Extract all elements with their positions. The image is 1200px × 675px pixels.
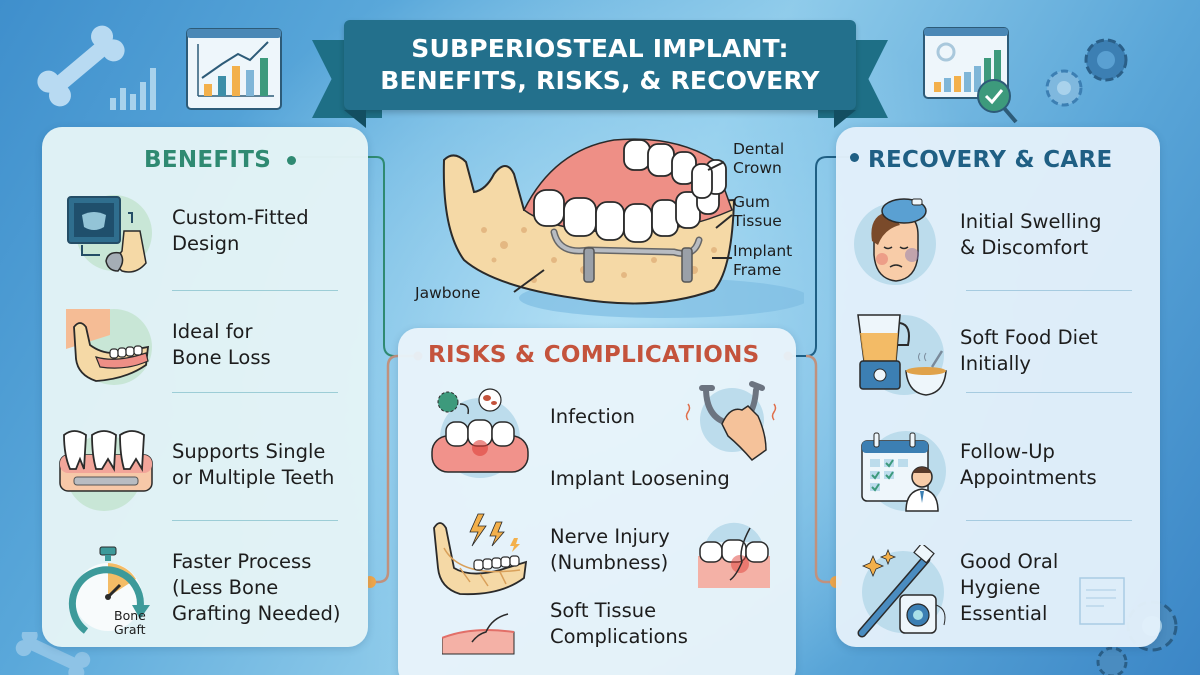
benefit-item-faster-process: Bone Graft Faster Process (Less Bone Gra… [42,535,368,645]
jaw-implant-illustration [442,138,804,318]
benefit-item-supports-teeth: Supports Single or Multiple Teeth [42,417,368,517]
gum-tear-icon [698,522,770,588]
calendar-doctor-icon [860,431,950,521]
stopwatch-icon: Bone Graft [64,543,154,643]
label-dental-crown: Dental Crown [733,140,785,177]
risk-label-infection: Infection [550,405,636,428]
title-line-2: BENEFITS, RISKS, & RECOVERY [380,66,820,95]
risk-label-nerve-injury: Nerve Injury (Numbness) [550,525,670,574]
label-implant-frame: Implant Frame [733,242,793,279]
risk-label-soft-tissue: Soft Tissue Complications [550,599,688,648]
divider [966,520,1132,521]
label-jawbone: Jawbone [415,284,481,302]
title-banner: SUBPERIOSTEAL IMPLANT: BENEFITS, RISKS, … [344,20,856,110]
risks-panel: RISKS & COMPLICATIONS Infection Implant … [398,328,796,675]
recovery-item-follow-up: Follow-Up Appointments [836,423,1160,523]
recovery-label: Follow-Up Appointments [960,440,1097,489]
blender-soup-icon [854,311,954,407]
recovery-item-soft-food: Soft Food Diet Initially [836,303,1160,403]
scan-to-bone-icon [66,191,152,273]
ice-pack-face-icon [850,195,936,285]
growth-chart-window-icon [186,28,282,110]
recovery-label: Initial Swelling & Discomfort [960,210,1102,259]
soft-tissue-icon [442,608,522,658]
benefit-label: Ideal for Bone Loss [172,320,271,369]
recovery-item-swelling: Initial Swelling & Discomfort [836,187,1160,287]
gears-icon [1045,38,1128,107]
loose-frame-hand-icon [682,380,782,470]
benefits-panel: BENEFITS Custom-Fitted Design [42,127,368,647]
benefit-label: Faster Process (Less Bone Grafting Neede… [172,550,341,625]
recovery-title: RECOVERY & CARE [868,147,1113,173]
divider [172,520,338,521]
benefits-connector-dot [287,156,296,165]
infected-gum-icon [430,386,530,486]
recovery-connector-dot [850,153,859,162]
benefit-item-custom-fitted: Custom-Fitted Design [42,183,368,283]
bone-graft-text: Bone Graft [114,608,146,637]
implant-diagram [414,130,804,325]
benefit-item-bone-loss: Ideal for Bone Loss [42,297,368,397]
bar-chart-decoration-icon [110,68,156,110]
divider [172,392,338,393]
bone-bottom-icon [15,632,91,675]
benefit-label: Custom-Fitted Design [172,206,309,255]
title-line-1: SUBPERIOSTEAL IMPLANT: [411,34,789,63]
recovery-item-oral-hygiene: Good Oral Hygiene Essential [836,537,1160,647]
analytics-check-icon [923,27,1018,124]
recovery-panel: RECOVERY & CARE Initial Swelling & Disco… [836,127,1160,647]
divider [966,392,1132,393]
toothbrush-floss-icon [856,545,952,641]
bone-icon [37,25,125,107]
divider [966,290,1132,291]
divider [172,290,338,291]
benefit-label: Supports Single or Multiple Teeth [172,440,335,489]
recovery-label: Soft Food Diet Initially [960,326,1098,375]
document-decoration-icon [1079,577,1125,625]
jaw-bone-loss-icon [66,305,152,387]
benefits-title: BENEFITS [144,147,272,173]
recovery-label: Good Oral Hygiene Essential [960,550,1059,625]
risk-label-implant-loosening: Implant Loosening [550,467,730,490]
risks-title: RISKS & COMPLICATIONS [428,342,760,368]
jaw-nerve-icon [430,508,530,598]
teeth-frame-icon [56,425,153,511]
label-gum-tissue: Gum Tissue [733,193,782,230]
